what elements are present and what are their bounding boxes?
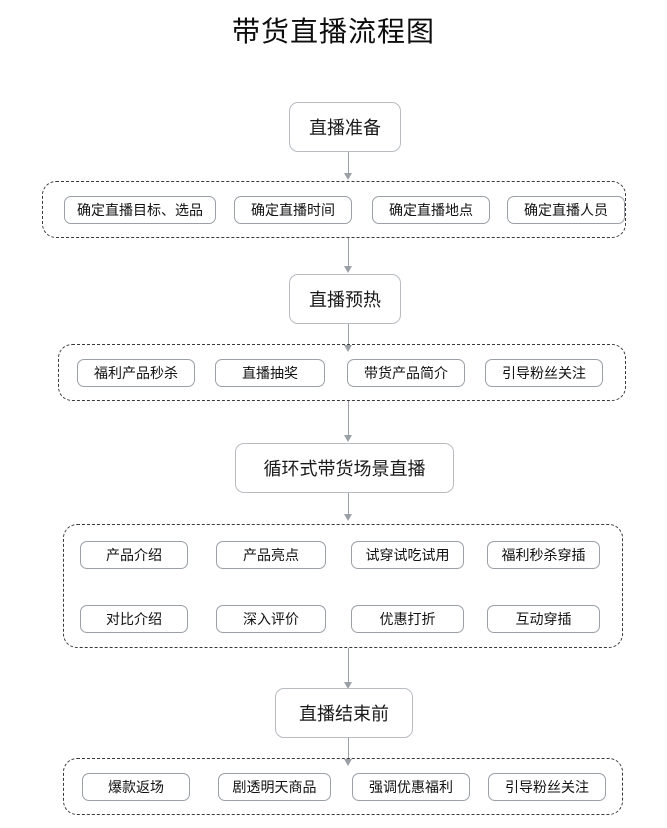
item-chip-s2-0[interactable]: 福利产品秒杀 [77,359,195,387]
item-chip-s2-1[interactable]: 直播抽奖 [215,359,325,387]
item-label: 引导粉丝关注 [502,365,586,381]
item-label: 对比介绍 [106,611,162,627]
connector-stage3-to-group3 [344,493,353,522]
item-chip-s2-3[interactable]: 引导粉丝关注 [485,359,603,387]
item-chip-s3-0[interactable]: 产品介绍 [80,541,188,569]
item-label: 试穿试吃试用 [365,547,450,563]
item-label: 强调优惠福利 [369,779,453,795]
item-chip-s3-3[interactable]: 福利秒杀穿插 [487,541,600,569]
item-chip-s3-5[interactable]: 深入评价 [216,605,326,633]
item-label: 确定直播地点 [389,202,473,218]
page-title: 带货直播流程图 [231,17,435,48]
connector-group1-to-stage2 [344,238,353,274]
item-label: 福利秒杀穿插 [501,547,586,563]
stage-node-3-label: 循环式带货场景直播 [263,459,426,479]
item-chip-s3-4[interactable]: 对比介绍 [80,605,188,633]
item-chip-s1-3[interactable]: 确定直播人员 [507,196,625,224]
stage-node-3[interactable]: 循环式带货场景直播 [235,443,454,493]
item-label: 产品亮点 [243,547,299,563]
item-label: 确定直播时间 [251,202,335,218]
item-label: 优惠打折 [379,611,436,627]
item-chip-s3-6[interactable]: 优惠打折 [351,605,464,633]
connector-stage1-to-group1 [344,152,353,181]
stage-node-1-label: 直播准备 [309,118,381,138]
item-label: 引导粉丝关注 [505,779,589,795]
group-box-stage2 [58,344,626,401]
item-chip-s4-0[interactable]: 爆款返场 [82,773,190,801]
item-label: 带货产品简介 [364,365,448,381]
stage-node-1[interactable]: 直播准备 [289,102,401,152]
item-chip-s3-1[interactable]: 产品亮点 [216,541,326,569]
stage-node-2-label: 直播预热 [309,290,381,310]
item-label: 直播抽奖 [242,365,298,381]
item-chip-s3-7[interactable]: 互动穿插 [487,605,600,633]
group-box-stage4 [63,758,623,815]
stage-node-2[interactable]: 直播预热 [289,274,401,324]
item-label: 确定直播人员 [524,202,608,218]
stage-node-4-label: 直播结束前 [299,704,389,724]
item-chip-s1-1[interactable]: 确定直播时间 [234,196,352,224]
group-box-stage1 [42,181,626,238]
item-chip-s4-2[interactable]: 强调优惠福利 [352,773,470,801]
item-chip-s4-3[interactable]: 引导粉丝关注 [488,773,606,801]
connector-group2-to-stage3 [344,401,353,443]
group-box-stage3 [63,524,623,648]
item-label: 福利产品秒杀 [94,365,178,381]
item-label: 确定直播目标、选品 [77,202,203,218]
item-chip-s4-1[interactable]: 剧透明天商品 [218,773,331,801]
connector-group3-to-stage4 [344,648,353,690]
item-label: 深入评价 [243,611,299,627]
item-chip-s3-2[interactable]: 试穿试吃试用 [351,541,464,569]
item-chip-s2-2[interactable]: 带货产品简介 [347,359,465,387]
item-chip-s1-0[interactable]: 确定直播目标、选品 [64,196,216,224]
item-label: 剧透明天商品 [232,779,317,795]
item-label: 爆款返场 [108,779,164,795]
stage-node-4[interactable]: 直播结束前 [275,688,413,738]
item-label: 互动穿插 [515,611,572,627]
item-chip-s1-2[interactable]: 确定直播地点 [372,196,490,224]
item-label: 产品介绍 [106,547,162,563]
